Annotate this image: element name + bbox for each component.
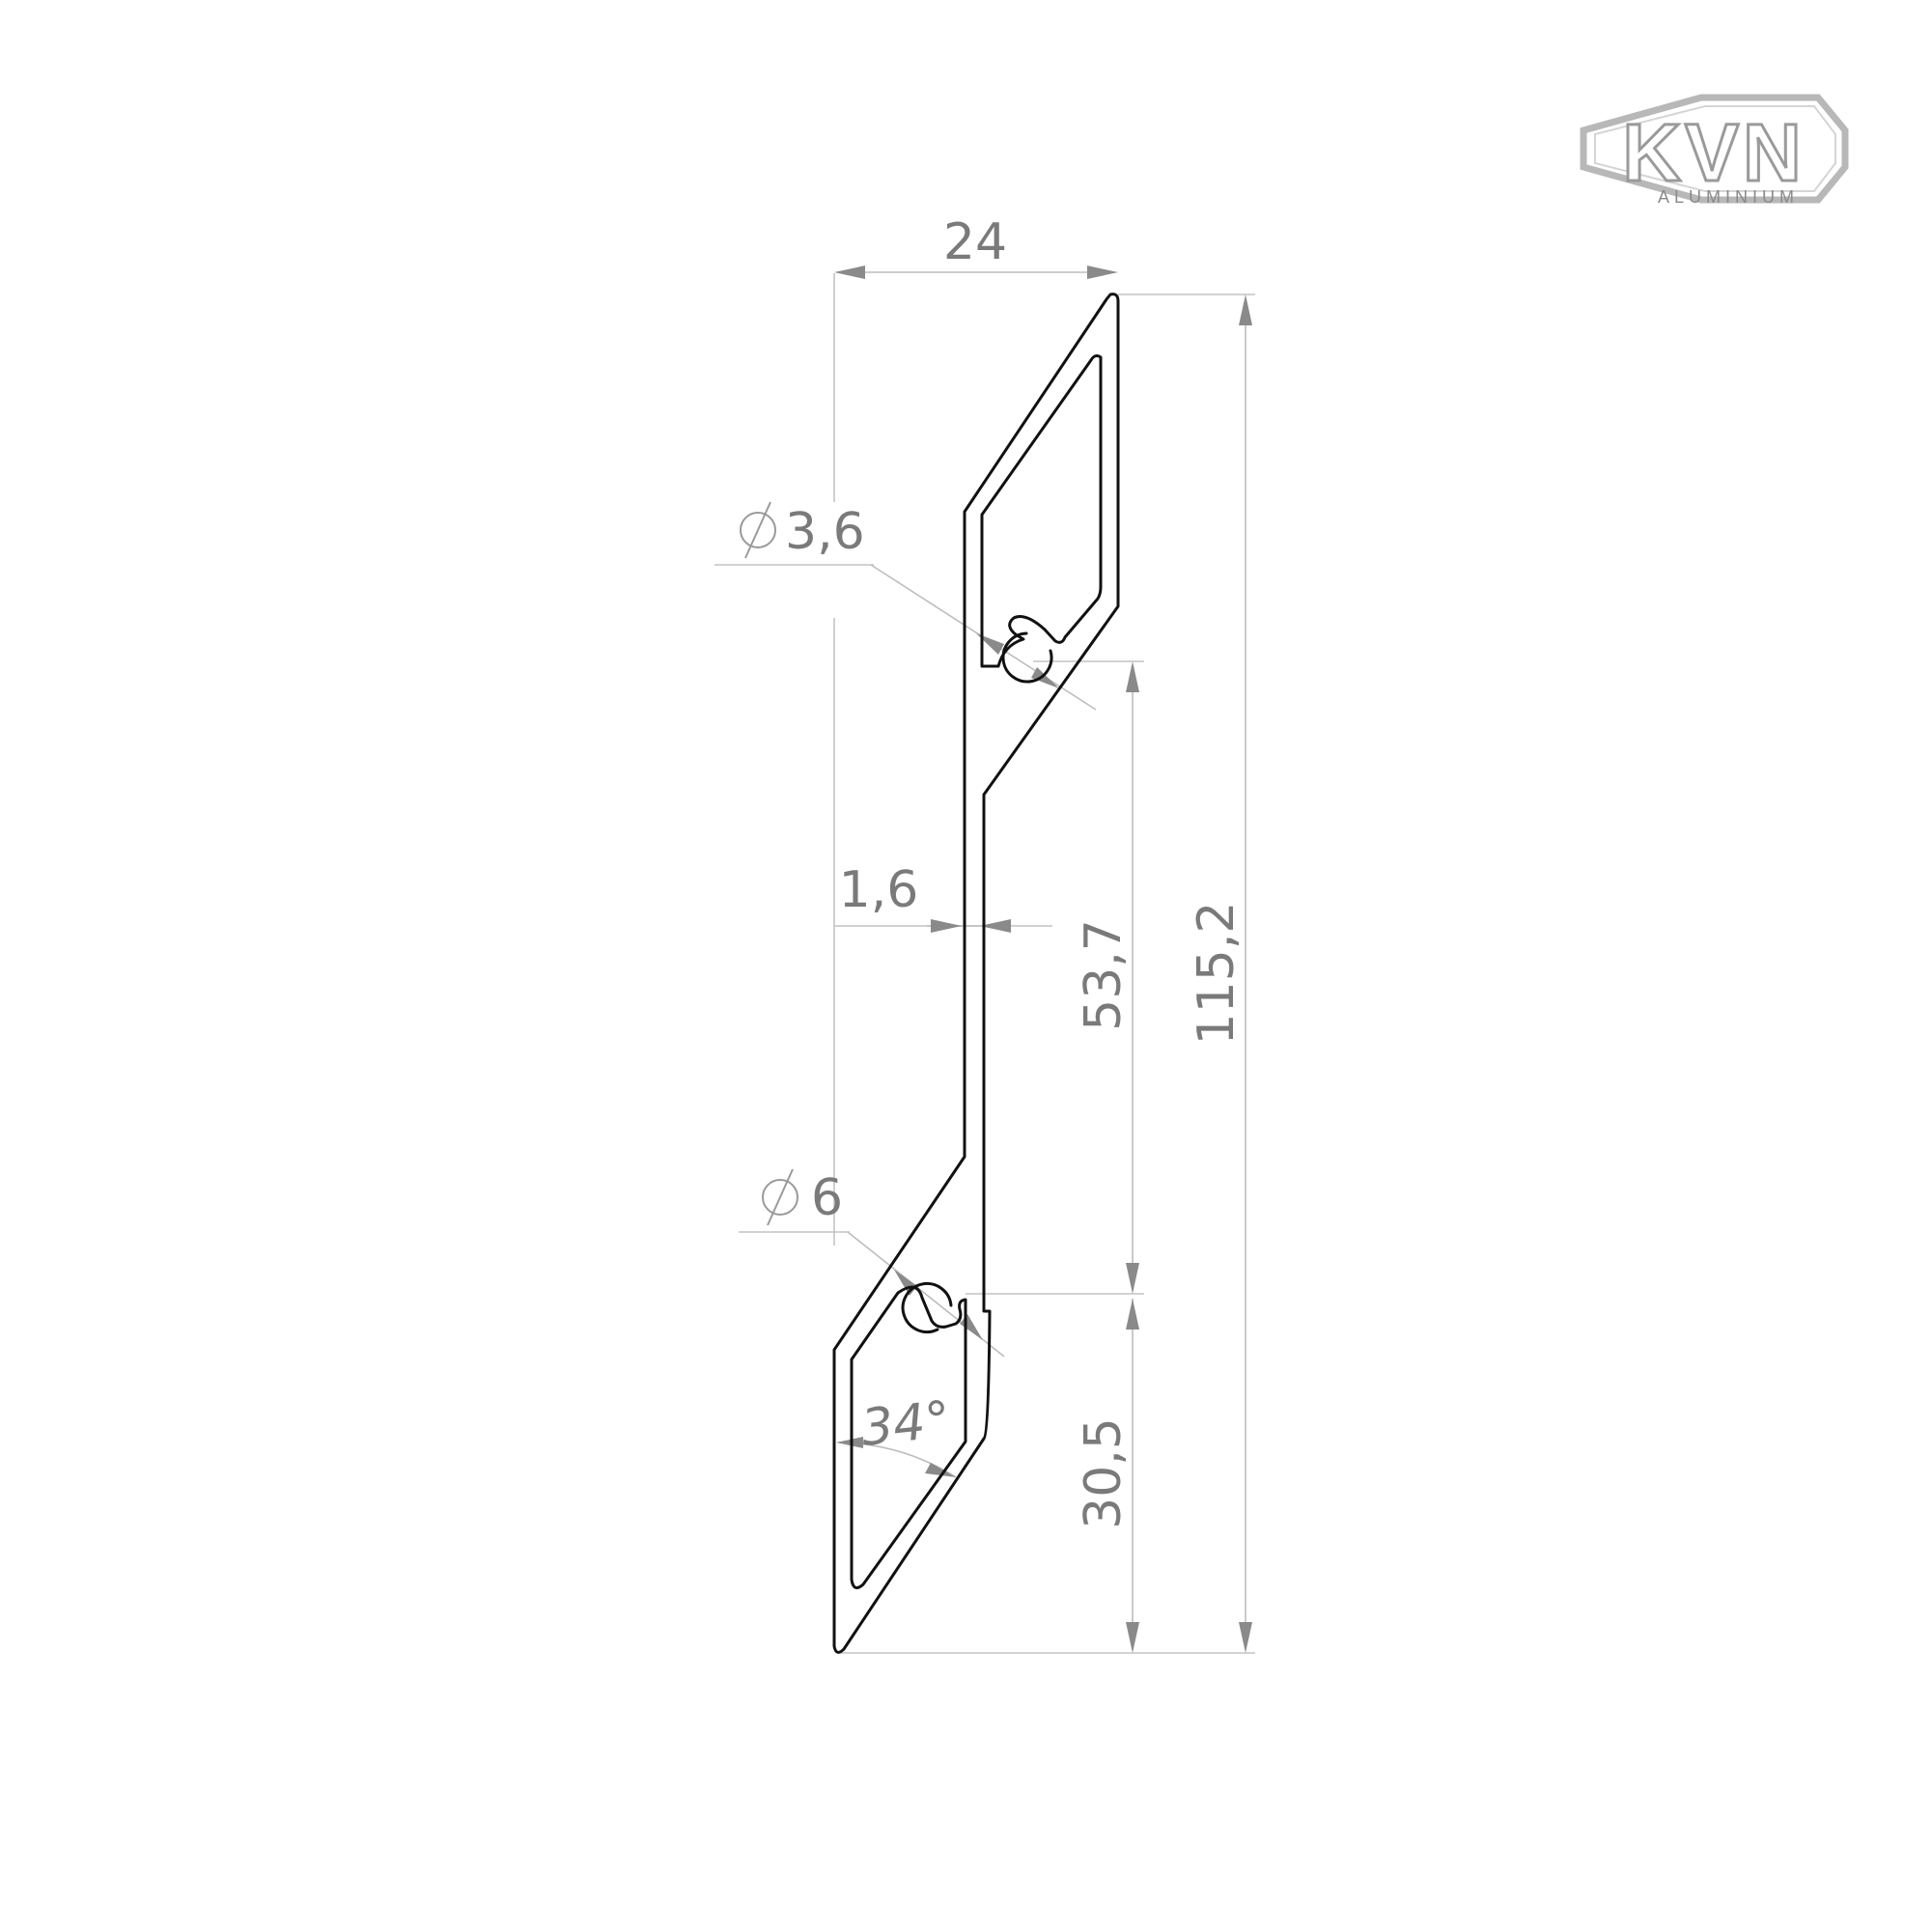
dimension-lines (834, 266, 1252, 1653)
diameter-large-symbol (762, 1168, 798, 1226)
kvn-logo: KVN ALUMINIUM (1580, 94, 1849, 207)
dim-bottom-offset-label: 30,5 (1075, 1417, 1133, 1529)
dim-hole-small-label: 3,6 (785, 503, 865, 561)
lower-chamber-outline (850, 1285, 967, 1589)
dim-wall-label: 1,6 (839, 861, 919, 919)
upper-hole (1001, 631, 1053, 684)
dim-hole-large-label: 6 (811, 1169, 843, 1227)
aluminium-profile (832, 293, 1120, 1654)
lower-hole (901, 1281, 953, 1333)
logo-brand-text: KVN (1622, 107, 1805, 198)
logo-subtitle-text: ALUMINIUM (1658, 187, 1799, 207)
diameter-small-symbol (740, 501, 776, 559)
dim-angle-label: 34° (858, 1390, 953, 1457)
upper-chamber-outline (980, 354, 1103, 668)
profile-outer-outline (832, 293, 1120, 1654)
dim-total-height-label: 115,2 (1188, 902, 1246, 1046)
dim-width-label: 24 (943, 213, 1007, 271)
dim-spacing-label: 53,7 (1075, 919, 1133, 1031)
dimension-labels: 24 3,6 6 1,6 53,7 115,2 30,5 34° (740, 213, 1246, 1529)
